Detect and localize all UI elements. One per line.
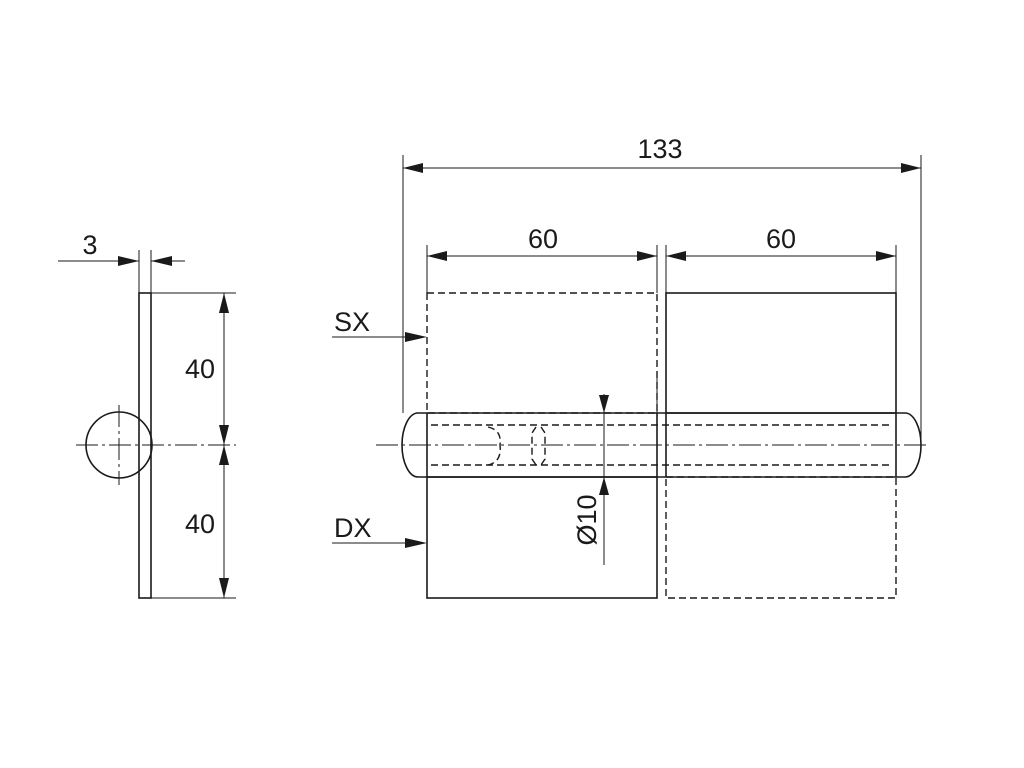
pin-barrel — [376, 378, 930, 478]
dim-right-leaf-width-label: 60 — [766, 224, 796, 254]
dim-upper-height-label: 40 — [185, 354, 215, 384]
side-view: 3 40 40 — [58, 230, 236, 599]
dim-leaf-widths: 60 60 — [426, 224, 897, 293]
dim-thickness: 3 — [58, 230, 185, 293]
dim-overall-length-label: 133 — [637, 134, 682, 164]
dim-pin-diameter: Ø10 — [572, 394, 609, 565]
label-dx-text: DX — [334, 513, 372, 543]
leaf-lower-right-hidden — [665, 476, 897, 599]
label-dx: DX — [332, 513, 427, 548]
label-sx: SX — [332, 307, 427, 342]
leaf-upper-left-hidden — [426, 292, 658, 414]
dim-left-leaf-width-label: 60 — [528, 224, 558, 254]
dim-thickness-label: 3 — [82, 230, 97, 260]
front-view: 133 60 60 Ø10 SX — [332, 134, 930, 599]
dim-lower-height-label: 40 — [185, 509, 215, 539]
dim-overall-length: 133 — [402, 134, 922, 440]
dim-heights: 40 40 — [151, 292, 236, 599]
leaf-upper-right — [665, 292, 897, 414]
label-sx-text: SX — [334, 307, 370, 337]
dim-pin-diameter-label: Ø10 — [572, 494, 602, 545]
leaf-lower-left — [426, 476, 658, 599]
